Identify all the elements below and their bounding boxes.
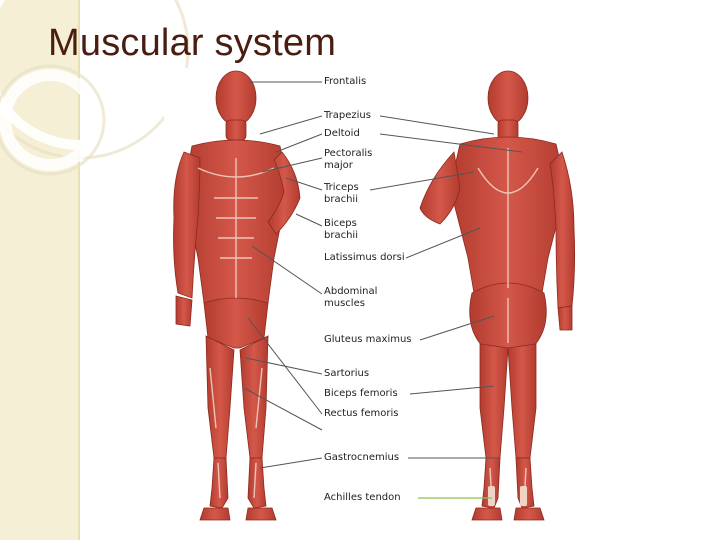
label-latissimus-dorsi: Latissimus dorsi (324, 252, 405, 264)
slide-side-band (0, 0, 80, 540)
slide-title: Muscular system (48, 22, 336, 65)
label-pectoralis-major: Pectoralis major (324, 148, 372, 172)
label-achilles-tendon: Achilles tendon (324, 492, 401, 504)
label-triceps-brachii: Triceps brachii (324, 182, 359, 206)
muscular-system-diagram: Frontalis Trapezius Deltoid Pectoralis m… (164, 68, 578, 526)
label-frontalis: Frontalis (324, 76, 366, 88)
back-figure (420, 71, 575, 520)
achilles-tendons (488, 486, 527, 506)
label-abdominal-muscles: Abdominal muscles (324, 286, 377, 310)
label-sartorius: Sartorius (324, 368, 369, 380)
front-figure (174, 71, 301, 520)
label-gluteus-maximus: Gluteus maximus (324, 334, 412, 346)
label-rectus-femoris: Rectus femoris (324, 408, 398, 420)
label-biceps-brachii: Biceps brachii (324, 218, 358, 242)
label-trapezius: Trapezius (324, 110, 371, 122)
label-biceps-femoris: Biceps femoris (324, 388, 398, 400)
label-gastrocnemius: Gastrocnemius (324, 452, 399, 464)
label-deltoid: Deltoid (324, 128, 360, 140)
